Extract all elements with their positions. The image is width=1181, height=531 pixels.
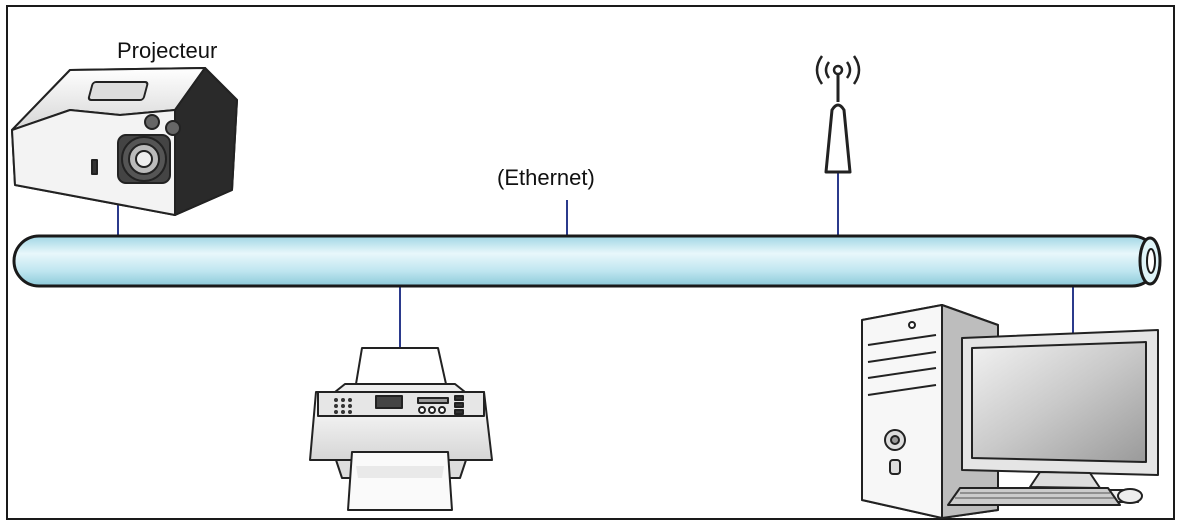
signal-wave-right-inner (845, 61, 852, 79)
ethernet-label: (Ethernet) (497, 165, 595, 190)
signal-wave-left-outer (815, 55, 824, 85)
projector-label: Projecteur (117, 38, 218, 63)
printer-icon (309, 347, 493, 511)
signal-wave-right-outer (852, 55, 861, 85)
signal-wave-left-inner (824, 61, 831, 79)
access-point-icon (815, 55, 861, 174)
ethernet-cable (12, 234, 1162, 288)
computer-icon (861, 304, 1159, 519)
projector-icon (11, 67, 238, 216)
